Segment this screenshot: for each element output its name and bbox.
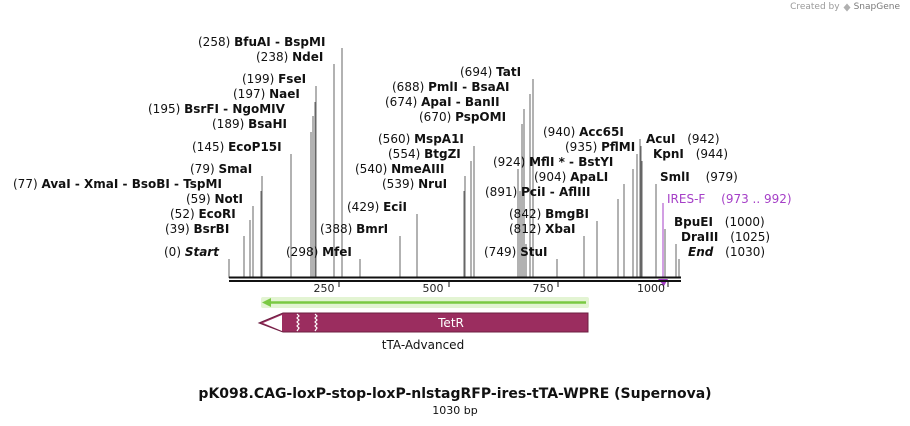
site-label-bmgbi[interactable]: (842) BmgBI [509, 207, 589, 221]
site-label-bsrbi[interactable]: (39) BsrBI [165, 222, 229, 236]
site-label-noti[interactable]: (59) NotI [186, 192, 243, 206]
credit-prefix: Created by [790, 2, 840, 12]
site-label-draiii[interactable]: DraIII (1025) [681, 230, 770, 244]
site-label-bmri[interactable]: (388) BmrI [320, 222, 388, 236]
site-label-acc65i[interactable]: (940) Acc65I [543, 125, 624, 139]
site-label-stui[interactable]: (749) StuI [484, 245, 548, 259]
site-label-bsrfi[interactable]: (195) BsrFI - NgoMIV [148, 102, 286, 116]
orf-arrowhead [262, 298, 271, 307]
site-label-bfuai[interactable]: (258) BfuAI - BspMI [198, 35, 325, 49]
site-label-apali[interactable]: (904) ApaLI [534, 170, 608, 184]
snapgene-logo-icon [843, 3, 851, 11]
site-label-xbai[interactable]: (812) XbaI [509, 222, 576, 236]
sequence-ruler: 250 500 750 1000 [229, 276, 681, 295]
site-label-apai[interactable]: (674) ApaI - BanII [385, 95, 500, 109]
site-label-ecii[interactable]: (429) EciI [347, 200, 407, 214]
site-label-pflmi[interactable]: (935) PflMI [565, 140, 635, 154]
restriction-site-labels: (258) BfuAI - BspMI (238) NdeI (199) Fse… [13, 35, 770, 259]
plasmid-title: pK098.CAG-loxP-stop-loxP-nlstagRFP-ires-… [198, 386, 712, 402]
site-label-fsei[interactable]: (199) FseI [242, 72, 306, 86]
site-label-ecop15i[interactable]: (145) EcoP15I [192, 140, 282, 154]
scale-tick-label: 1000 [637, 282, 665, 295]
site-label-mfli[interactable]: (924) MflI * - BstYI [493, 155, 613, 169]
cds-segment-break [314, 313, 318, 332]
site-label-smli[interactable]: SmlI (979) [660, 170, 738, 184]
primer-ires-f[interactable]: IRES-F (973 .. 992) [658, 192, 792, 286]
tetr-feature-label: TetR [437, 316, 464, 330]
site-label-end[interactable]: End (1030) [688, 245, 765, 259]
feature-tetr[interactable]: TetR [257, 312, 589, 333]
plasmid-length: 1030 bp [432, 404, 478, 417]
site-label-btgzi[interactable]: (554) BtgZI [388, 147, 461, 161]
site-label-ndei[interactable]: (238) NdeI [256, 50, 323, 64]
site-label-mfei[interactable]: (298) MfeI [286, 245, 352, 259]
site-label-pmli[interactable]: (688) PmlI - BsaAI [392, 80, 509, 94]
site-label-bsahi[interactable]: (189) BsaHI [212, 117, 287, 131]
site-label-nmeaiii[interactable]: (540) NmeAIII [355, 162, 444, 176]
site-connector-lines [228, 48, 680, 278]
site-label-start[interactable]: (0) Start [164, 245, 220, 259]
site-label-ecori[interactable]: (52) EcoRI [170, 207, 236, 221]
site-label-naei[interactable]: (197) NaeI [233, 87, 300, 101]
site-label-pcii[interactable]: (891) PciI - AflIII [485, 185, 591, 199]
scale-tick-label: 750 [533, 282, 554, 295]
site-label-tati[interactable]: (694) TatI [460, 65, 521, 79]
snapgene-credit: Created by SnapGene [790, 2, 900, 12]
primer-label: IRES-F (973 .. 992) [667, 192, 792, 206]
site-label-bpuei[interactable]: BpuEI (1000) [674, 215, 765, 229]
tetr-feature-arrow [257, 312, 589, 333]
site-label-kpni[interactable]: KpnI (944) [653, 147, 728, 161]
cds-segment-break [296, 313, 300, 332]
site-label-nrui[interactable]: (539) NruI [382, 177, 447, 191]
cds-label: tTA-Advanced [382, 338, 464, 352]
site-label-smai[interactable]: (79) SmaI [190, 162, 252, 176]
orf-arrow[interactable] [261, 297, 589, 308]
site-label-avai[interactable]: (77) AvaI - XmaI - BsoBI - TspMI [13, 177, 222, 191]
credit-brand: SnapGene [853, 2, 900, 12]
site-label-acui[interactable]: AcuI (942) [646, 132, 720, 146]
tetr-feature-notch [263, 315, 282, 331]
site-label-mspa1i[interactable]: (560) MspA1I [378, 132, 464, 146]
site-label-pspomi[interactable]: (670) PspOMI [419, 110, 506, 124]
scale-tick-label: 250 [314, 282, 335, 295]
scale-tick-label: 500 [423, 282, 444, 295]
